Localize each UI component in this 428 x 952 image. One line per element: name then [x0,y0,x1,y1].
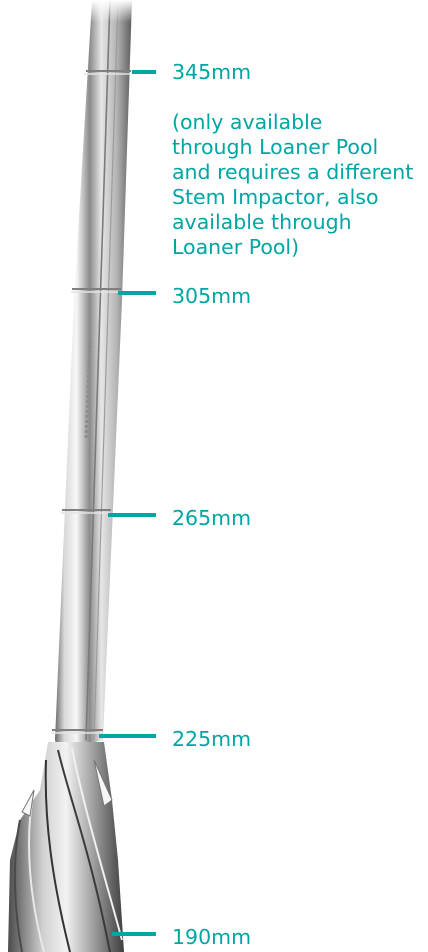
tick-265 [108,513,156,517]
shaft-groove-left [85,0,111,741]
shaft-body [55,0,132,752]
tick-305 [118,291,156,295]
tick-190 [112,932,156,936]
engraving-mark [84,339,92,441]
tick-225 [99,734,156,738]
flute-line-2 [71,747,123,941]
label-345mm-note: (only available through Loaner Pool and … [172,110,414,259]
flute-fin-left [21,789,35,817]
flute-fin-right [93,759,113,807]
label-225mm: 225mm [172,727,252,751]
flute-body [8,742,124,952]
label-265mm: 265mm [172,506,252,530]
top-fade [60,0,150,22]
fluted-distal-body [8,742,124,952]
flute-line-3 [44,759,71,952]
flute-line-5 [13,819,23,952]
label-345mm: 345mm [172,60,252,84]
label-305mm: 305mm [172,284,252,308]
label-190mm: 190mm [172,925,252,949]
label-group-345: 345mm (only available through Loaner Poo… [172,35,413,285]
tick-345 [132,70,156,74]
flute-line-1 [57,749,111,952]
shaft-groove-right [93,0,119,741]
segment-joints [51,70,131,734]
stem-shaft [55,0,132,752]
